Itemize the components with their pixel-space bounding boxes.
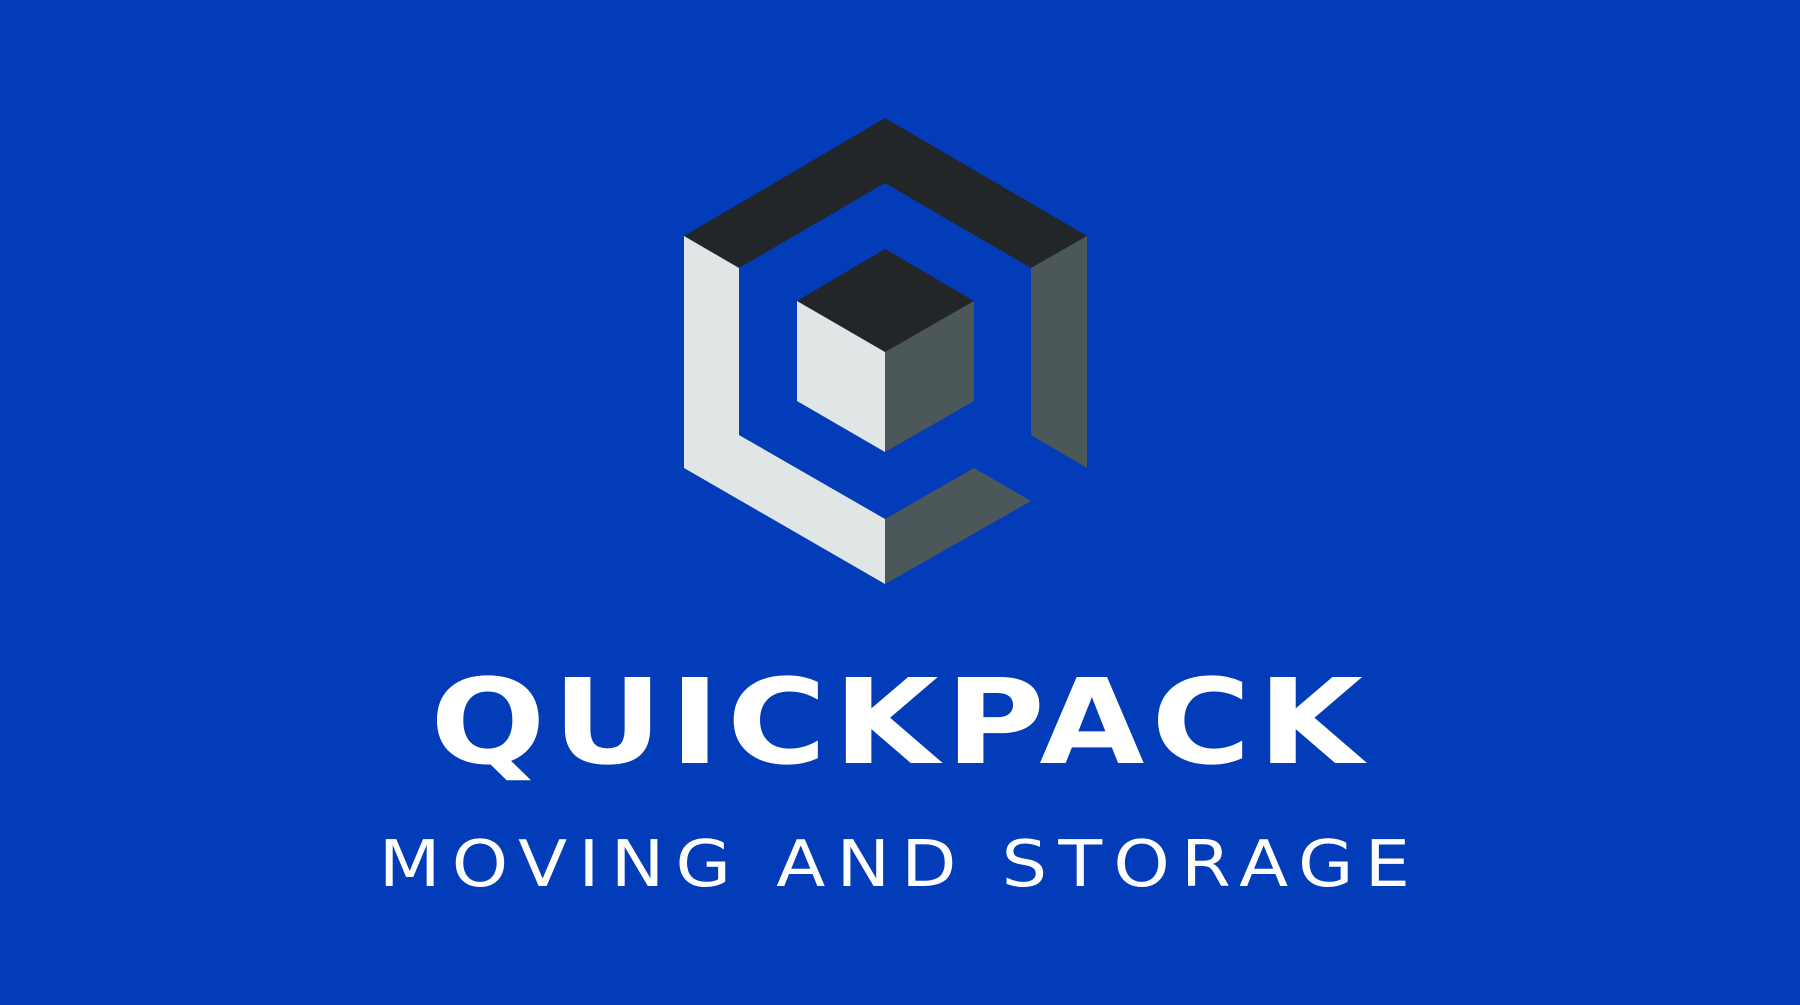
logo-frame-top: [684, 118, 1087, 268]
logo-frame-left: [684, 236, 885, 584]
brand-name: QUICKPACK: [430, 653, 1370, 791]
logo-cube-right: [885, 301, 974, 452]
logo-cube-top: [797, 249, 974, 352]
brand-tagline: MOVING AND STORAGE: [378, 828, 1422, 902]
logo-frame-right: [1031, 236, 1087, 468]
logo-frame-bottom-right: [885, 468, 1031, 584]
logo-cube-left: [797, 301, 885, 452]
